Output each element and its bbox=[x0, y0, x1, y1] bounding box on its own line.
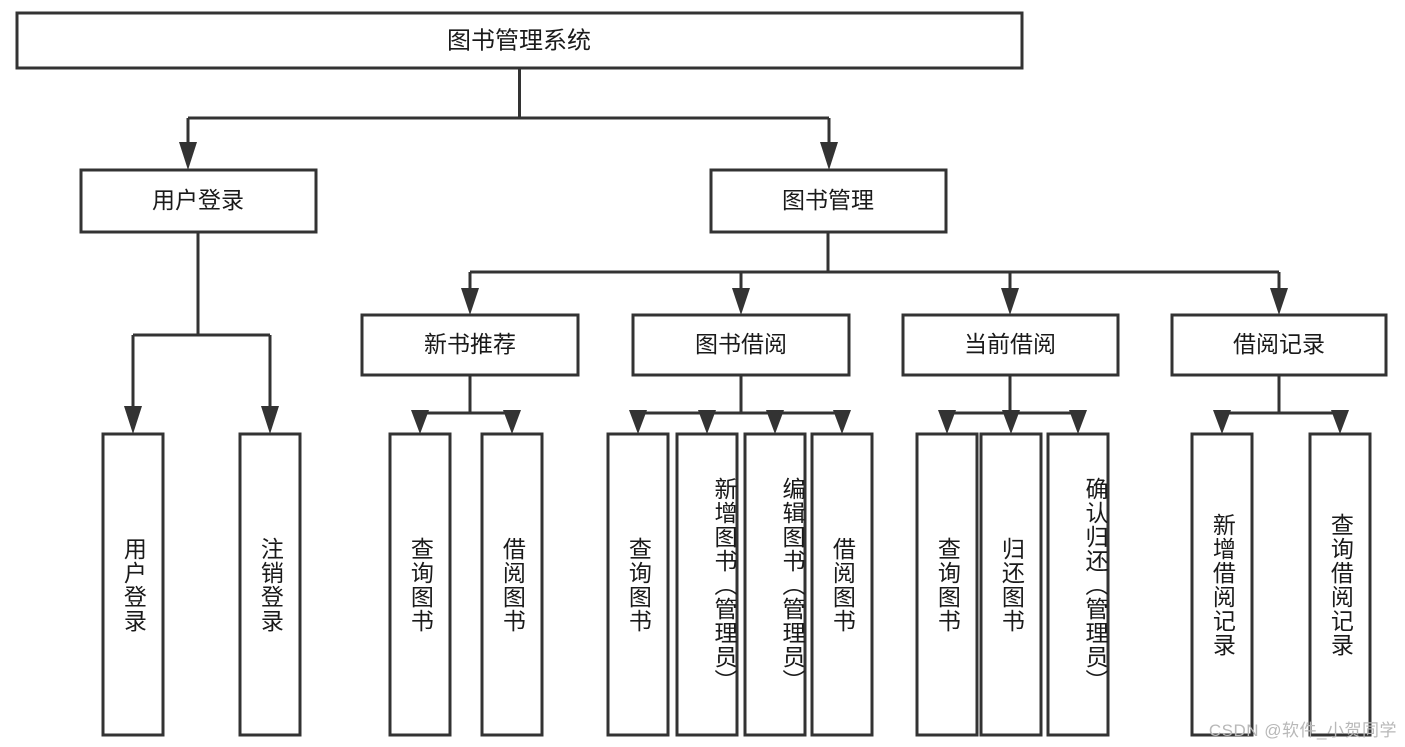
node-leaf-return-book-box[interactable] bbox=[979, 432, 1043, 737]
node-borrow-record-box[interactable] bbox=[1170, 313, 1388, 377]
arrowhead-new-book-recommend bbox=[461, 288, 479, 315]
arrowhead-current-borrow bbox=[1001, 288, 1019, 315]
node-borrow-record[interactable]: 借阅记录 bbox=[1170, 313, 1388, 377]
node-new-book-recommend-label: 新书推荐 bbox=[424, 331, 516, 357]
node-book-borrow[interactable]: 图书借阅 bbox=[631, 313, 851, 377]
arrowhead-query-book-3 bbox=[938, 410, 956, 434]
arrowhead-borrow-book-2 bbox=[833, 410, 851, 434]
node-current-borrow-box[interactable] bbox=[901, 313, 1120, 377]
node-root[interactable]: 图书管理系统 bbox=[15, 11, 1024, 70]
arrowhead-user-login bbox=[179, 142, 197, 170]
node-leaf-query-book-1-box[interactable] bbox=[388, 432, 452, 737]
node-leaf-user-login-box[interactable] bbox=[101, 432, 165, 737]
arrowhead-book-manage bbox=[820, 142, 838, 170]
node-root-box[interactable] bbox=[15, 11, 1024, 70]
arrowhead-query-book-1 bbox=[411, 410, 429, 434]
node-leaf-edit-book-box[interactable] bbox=[743, 432, 807, 737]
connector-group-user-login-children bbox=[124, 232, 279, 434]
node-book-borrow-label: 图书借阅 bbox=[695, 331, 787, 357]
node-current-borrow[interactable]: 当前借阅 bbox=[901, 313, 1120, 377]
node-leaf-confirm-return-box[interactable] bbox=[1046, 432, 1110, 737]
arrowhead-add-book bbox=[698, 410, 716, 434]
arrowhead-confirm-return bbox=[1069, 410, 1087, 434]
connector-group-root-to-level1 bbox=[179, 68, 838, 170]
node-book-manage-label: 图书管理 bbox=[782, 187, 874, 213]
node-leaf-user-logout-box[interactable] bbox=[238, 432, 302, 737]
arrowhead-query-book-2 bbox=[629, 410, 647, 434]
node-leaf-query-record-box[interactable] bbox=[1308, 432, 1372, 737]
arrowhead-return-book bbox=[1002, 410, 1020, 434]
connector-group-book-borrow-children bbox=[629, 375, 851, 434]
node-leaf-borrow-book-2-box[interactable] bbox=[810, 432, 874, 737]
connector-group-book-manage-children bbox=[461, 232, 1288, 315]
arrowhead-borrow-record bbox=[1270, 288, 1288, 315]
node-user-login[interactable]: 用户登录 bbox=[79, 168, 318, 234]
arrowhead-leaf-user-logout bbox=[261, 406, 279, 434]
node-book-manage[interactable]: 图书管理 bbox=[709, 168, 948, 234]
arrowhead-query-record bbox=[1331, 410, 1349, 434]
connector-group-borrow-record-children bbox=[1213, 375, 1349, 434]
node-book-borrow-box[interactable] bbox=[631, 313, 851, 377]
arrowhead-add-record bbox=[1213, 410, 1231, 434]
node-leaf-query-book-2-box[interactable] bbox=[606, 432, 670, 737]
node-new-book-recommend-box[interactable] bbox=[360, 313, 580, 377]
node-borrow-record-label: 借阅记录 bbox=[1233, 331, 1325, 357]
node-leaf-add-book-box[interactable] bbox=[675, 432, 739, 737]
arrowhead-book-borrow bbox=[732, 288, 750, 315]
node-leaf-query-book-3-box[interactable] bbox=[915, 432, 979, 737]
connector-group-current-borrow-children bbox=[938, 375, 1087, 434]
node-leaf-borrow-book-1-box[interactable] bbox=[480, 432, 544, 737]
node-book-manage-box[interactable] bbox=[709, 168, 948, 234]
connector-group-new-book-children bbox=[411, 375, 521, 434]
arrowhead-leaf-user-login bbox=[124, 406, 142, 434]
csdn-watermark: CSDN @软件_小贺同学 bbox=[1208, 721, 1397, 740]
node-user-login-label: 用户登录 bbox=[152, 187, 244, 213]
node-current-borrow-label: 当前借阅 bbox=[964, 331, 1056, 357]
node-user-login-box[interactable] bbox=[79, 168, 318, 234]
node-leaf-add-record-box[interactable] bbox=[1190, 432, 1254, 737]
arrowhead-edit-book bbox=[766, 410, 784, 434]
arrowhead-borrow-book-1 bbox=[503, 410, 521, 434]
node-new-book-recommend[interactable]: 新书推荐 bbox=[360, 313, 580, 377]
node-root-label: 图书管理系统 bbox=[447, 27, 591, 54]
